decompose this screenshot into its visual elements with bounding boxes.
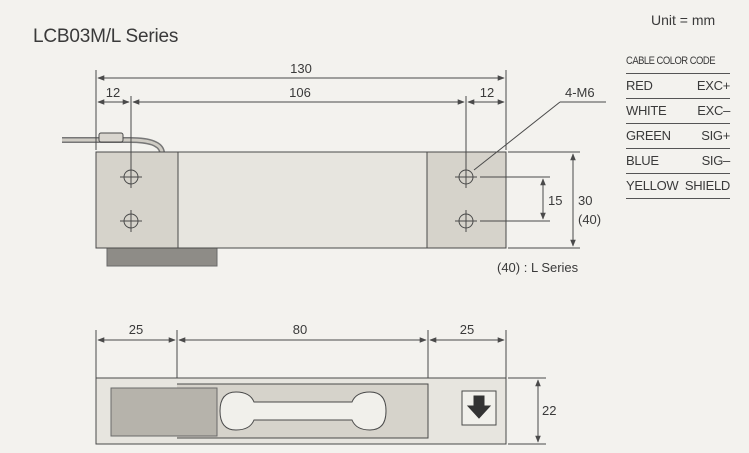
dim-left: 12 <box>106 85 120 100</box>
cable-row: RED EXC+ <box>626 73 730 98</box>
left-mount-block <box>95 151 179 249</box>
strain-gauge-pad <box>110 387 218 437</box>
dim-height-l: (40) <box>578 212 601 227</box>
cable-color: YELLOW <box>626 178 679 193</box>
top-view <box>95 330 546 445</box>
cable-color-table: CABLE COLOR CODE RED EXC+ WHITE EXC– GRE… <box>626 53 730 199</box>
top-dim-middle: 80 <box>293 322 307 337</box>
mount-hole <box>455 210 477 232</box>
dim-hole-spacing: 15 <box>548 193 562 208</box>
mount-hole <box>120 166 142 188</box>
top-view-labels: 25 80 25 22 <box>129 322 557 418</box>
dim-middle: 106 <box>289 85 311 100</box>
cable-color: BLUE <box>626 153 659 168</box>
cable-signal: SIG+ <box>701 128 730 143</box>
side-view-labels: 130 12 106 12 4-M6 15 30 (40) <box>106 61 601 227</box>
cable-color: RED <box>626 78 653 93</box>
l-series-note: (40) : L Series <box>497 260 579 275</box>
cable-row: GREEN SIG+ <box>626 123 730 148</box>
dim-right: 12 <box>480 85 494 100</box>
side-view <box>62 70 606 267</box>
cable-signal: EXC+ <box>696 78 730 93</box>
unit-label: Unit = mm <box>651 12 716 28</box>
dim-total: 130 <box>290 61 312 76</box>
arrow-down-icon <box>466 395 492 419</box>
cable-clamp <box>98 132 124 143</box>
top-dim-left: 25 <box>129 322 143 337</box>
base-block <box>106 245 218 267</box>
flexure-slot <box>219 391 387 431</box>
top-dim-right: 25 <box>460 322 474 337</box>
cable-row: BLUE SIG– <box>626 148 730 173</box>
cable-signal: SHIELD <box>684 178 730 193</box>
mount-hole <box>455 166 477 188</box>
cable-row: YELLOW SHIELD <box>626 173 730 199</box>
cable-signal: EXC– <box>697 103 730 118</box>
cable-color: WHITE <box>626 103 667 118</box>
dim-height: 30 <box>578 193 592 208</box>
top-dim-width: 22 <box>542 403 556 418</box>
page-title: LCB03M/L Series <box>33 26 179 47</box>
cable-table-heading: CABLE COLOR CODE <box>626 55 716 67</box>
cable-signal: SIG– <box>701 153 731 168</box>
mount-hole <box>120 210 142 232</box>
cable-row: WHITE EXC– <box>626 98 730 123</box>
hole-label: 4-M6 <box>565 85 595 100</box>
cable-color: GREEN <box>626 128 671 143</box>
